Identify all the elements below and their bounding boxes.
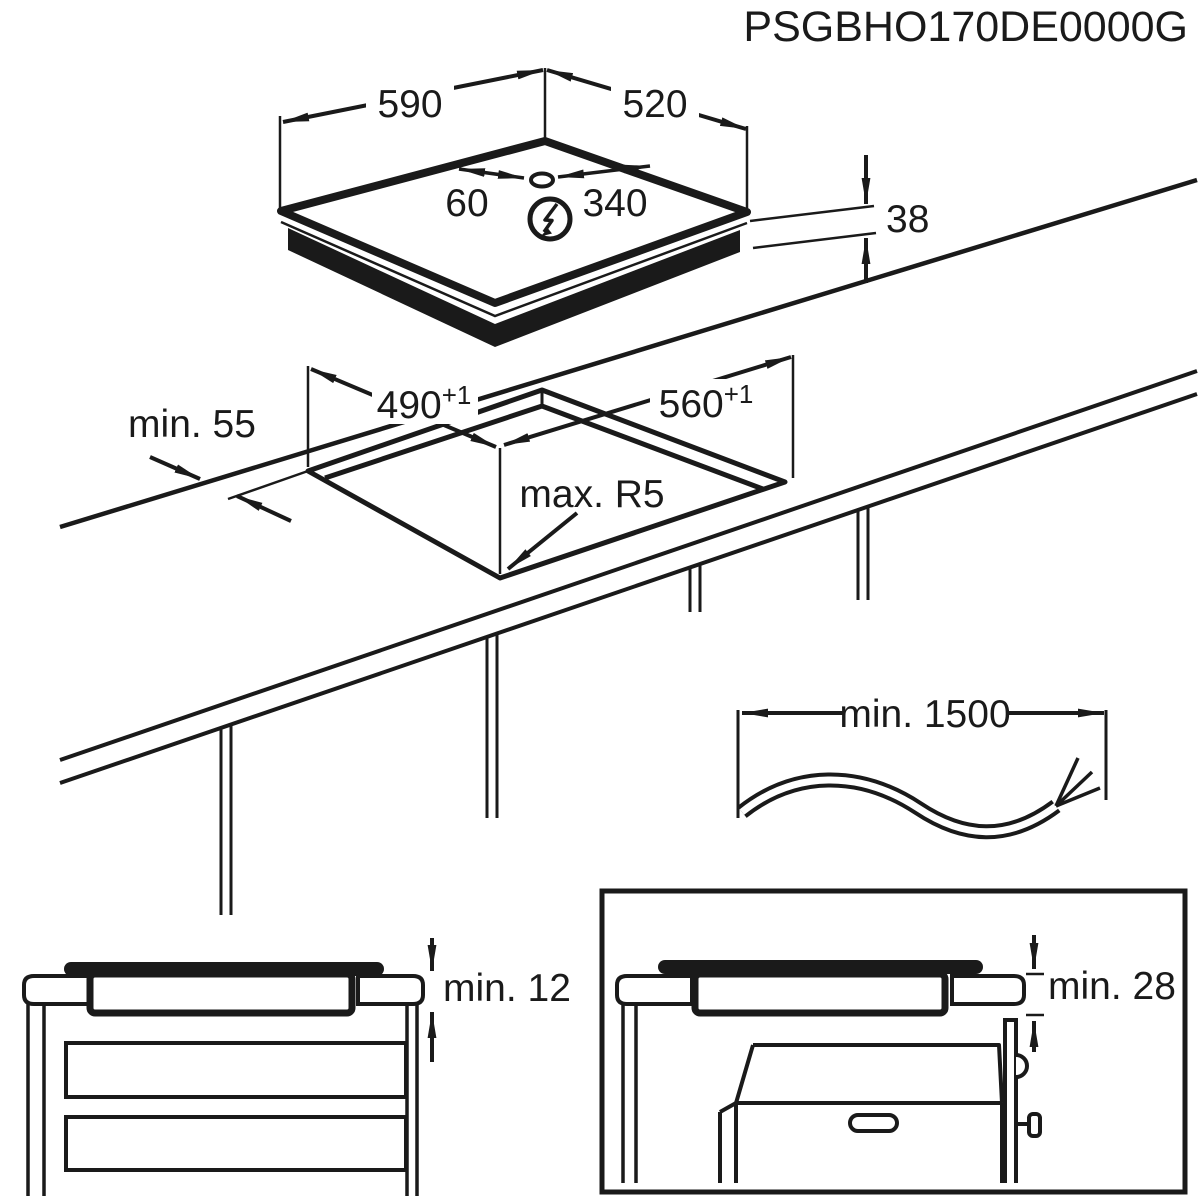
cabinet-leg [219,725,233,915]
drawer-front [64,1041,408,1099]
cable-wire-strand [1054,757,1080,807]
cutout-width-dimension-line [503,355,792,447]
hob-isometric-view: 590 520 60 340 38 [277,68,929,347]
cable-offset-right-dimension-line [557,164,651,179]
drawer-installation-view: min. 12 [22,938,571,1196]
hob-glass-bottom-edge [280,220,748,318]
label-mask [366,82,454,122]
rear-clearance-arrow-upper [149,455,201,481]
corner-radius-label: max. R5 [519,473,664,516]
label-mask [372,380,478,424]
cutout-edge-extension-line [227,469,309,501]
cable-offset-right-label: 340 [582,182,647,225]
worktop-front-edge-top [59,369,1198,762]
label-mask [611,82,699,122]
oven-door-edge [718,1101,737,1183]
mains-cable-view: min. 1500 [736,693,1108,840]
lightning-bolt-icon [527,196,573,242]
worktop-front-edge-bottom [59,392,1198,785]
extension-line [749,204,875,223]
hob-glass-section [64,962,384,976]
worktop-back-edge-line [59,177,1198,530]
hob-body-section [86,970,356,1017]
bolt-arrowhead [540,228,552,237]
hob-height-label: 38 [886,198,929,241]
cutout-depth-label: 490+1 [377,380,472,427]
cabinet-right-panel [1003,1018,1018,1183]
oven-door-handle [848,1113,899,1133]
worktop-left-section [615,974,694,1006]
cable-wire-strand [1055,786,1101,808]
cable-offset-left-label: 60 [445,182,488,225]
cutout-width-label: 560+1 [659,379,754,426]
knob [1027,1112,1042,1138]
inset-frame [599,888,1188,1195]
rear-clearance-label: min. 55 [128,403,256,446]
cabinet-leg [485,634,499,818]
oven [718,1043,1004,1183]
cabinet-leg [688,564,702,612]
oven-clearance-label: min. 28 [1048,965,1176,1008]
extension-line [752,231,877,250]
cable-offset-left-dimension-line [458,167,525,180]
worktop-cutout-view: min. 55 490+1 560+1 max. R5 [59,355,1198,915]
cable-core-gap [739,776,1059,836]
hob-body [288,228,740,347]
hob-glass-section [658,960,983,974]
drawer-front [64,1115,408,1172]
worktop-right-section [950,974,1026,1006]
drawer-clearance-label: min. 12 [443,967,571,1010]
label-mask [650,379,762,423]
bolt-stroke [542,202,559,233]
cable-wire-strand [1054,770,1094,808]
oven-installation-view: min. 28 [599,888,1188,1195]
worktop-left-section [22,974,92,1006]
hob-depth-label: 520 [622,83,687,126]
cable-length-label: min. 1500 [839,693,1010,736]
hob-glass-top [277,137,751,307]
hinge-bump [1015,1053,1029,1079]
cable-entry-oval [529,171,555,189]
worktop-right-section [356,974,425,1006]
hob-width-label: 590 [377,83,442,126]
model-code: PSGBHO170DE0000G [743,3,1188,51]
hob-body-section [691,970,949,1017]
corner-radius-arrow [506,511,579,571]
cabinet-leg [856,507,870,600]
rear-clearance-arrow-lower [236,494,292,523]
